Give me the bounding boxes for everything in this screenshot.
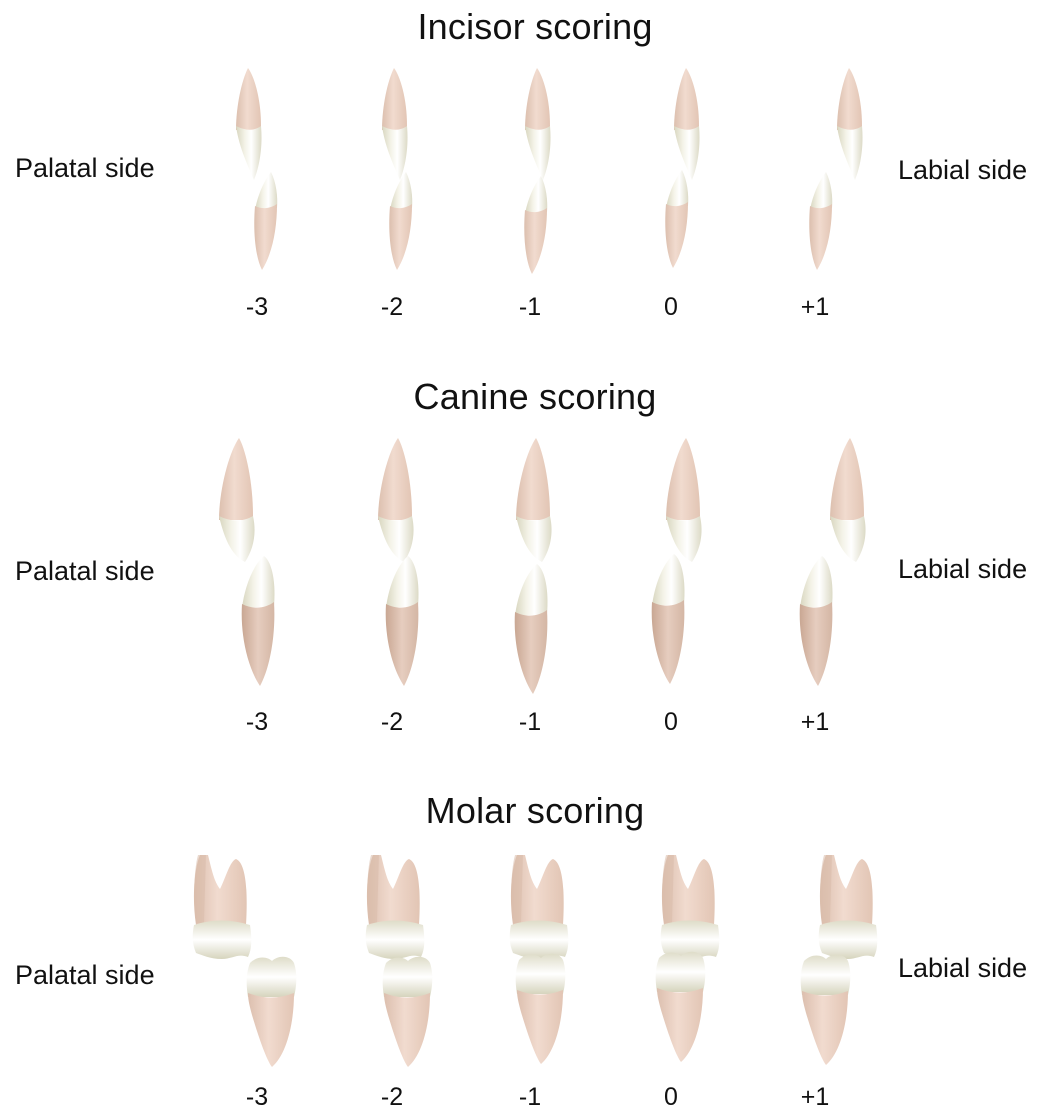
lower-molar bbox=[516, 954, 566, 1064]
lower-canine bbox=[652, 554, 685, 684]
incisor-tooth-pair bbox=[236, 68, 277, 270]
canine-tooth-pair bbox=[515, 438, 552, 694]
molar-tooth-pair bbox=[510, 855, 569, 1064]
upper-incisor bbox=[382, 68, 408, 180]
canine-tooth-pair bbox=[219, 438, 275, 686]
upper-canine bbox=[378, 438, 414, 562]
molar-tooth-pair bbox=[656, 855, 720, 1062]
molar-tooth-pair bbox=[193, 855, 297, 1067]
upper-canine bbox=[516, 438, 552, 562]
upper-incisor bbox=[236, 68, 262, 180]
upper-molar bbox=[366, 855, 425, 959]
upper-incisor bbox=[674, 68, 700, 180]
lower-incisor bbox=[254, 172, 277, 270]
upper-incisor bbox=[837, 68, 863, 180]
incisor-tooth-pair bbox=[524, 68, 550, 274]
incisor-tooth-pair bbox=[809, 68, 862, 270]
upper-molar bbox=[510, 855, 569, 959]
upper-molar bbox=[819, 855, 878, 959]
molar-tooth-pair bbox=[801, 855, 878, 1065]
canine-tooth-pair bbox=[378, 438, 419, 686]
upper-canine bbox=[219, 438, 255, 562]
lower-molar bbox=[801, 955, 851, 1065]
incisor-tooth-pair bbox=[665, 68, 699, 268]
upper-canine bbox=[666, 438, 702, 562]
upper-incisor bbox=[525, 68, 551, 180]
lower-canine bbox=[242, 556, 275, 686]
upper-molar bbox=[193, 855, 252, 959]
canine-tooth-pair bbox=[652, 438, 702, 684]
lower-molar bbox=[656, 952, 706, 1062]
lower-incisor bbox=[524, 176, 547, 274]
lower-incisor bbox=[389, 172, 412, 270]
lower-canine bbox=[800, 556, 833, 686]
lower-molar bbox=[247, 957, 297, 1067]
upper-canine bbox=[830, 438, 866, 562]
molar-tooth-pair bbox=[366, 855, 433, 1067]
lower-molar bbox=[383, 957, 433, 1067]
upper-molar bbox=[661, 855, 720, 959]
canine-tooth-pair bbox=[800, 438, 866, 686]
lower-incisor bbox=[809, 172, 832, 270]
lower-canine bbox=[515, 564, 548, 694]
lower-canine bbox=[386, 556, 419, 686]
lower-incisor bbox=[665, 170, 688, 268]
incisor-tooth-pair bbox=[382, 68, 412, 270]
